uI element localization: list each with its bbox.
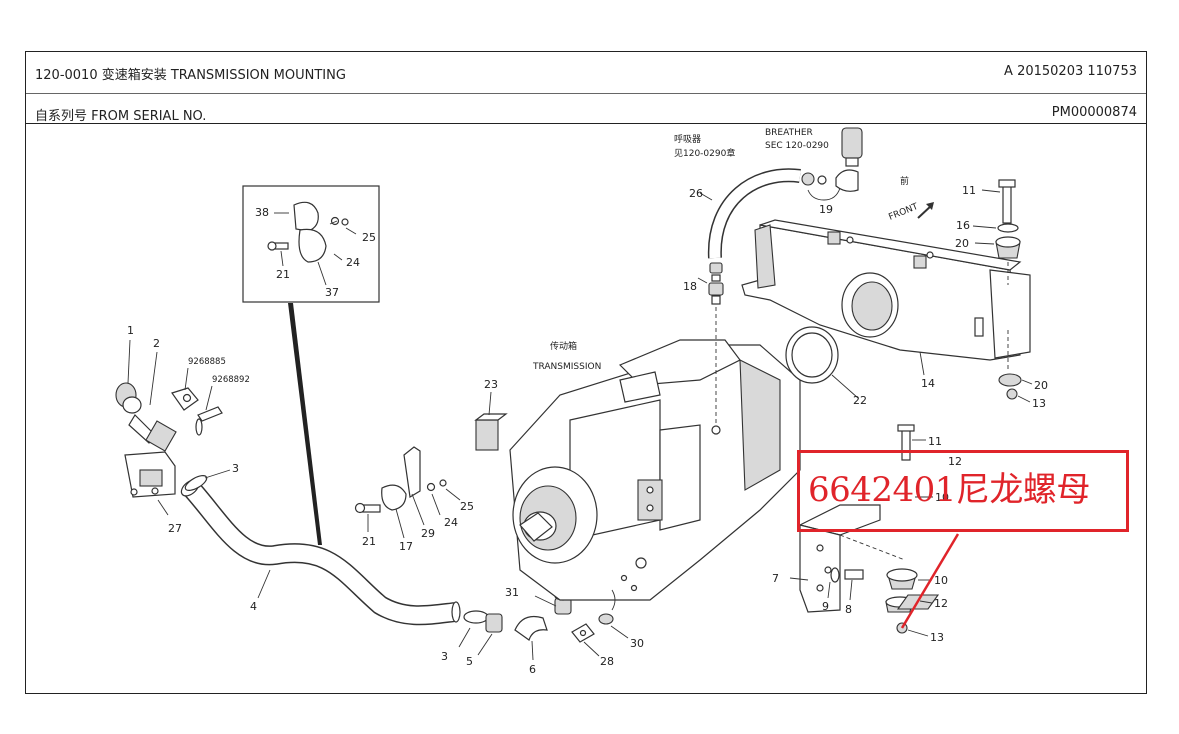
callout-31: 31 bbox=[505, 586, 519, 599]
sub-part-number-a: 9268885 bbox=[188, 357, 226, 367]
callout-24-middle: 24 bbox=[444, 516, 458, 529]
callout-13-top: 13 bbox=[1032, 397, 1046, 410]
callout-11-top: 11 bbox=[962, 184, 976, 197]
callout-27: 27 bbox=[168, 522, 182, 535]
breather-ref-cn: 见120-0290章 bbox=[674, 147, 735, 159]
crossmember-part-14 bbox=[741, 219, 1031, 399]
header-row-serial: 自系列号 FROM SERIAL NO. PM00000874 bbox=[26, 94, 1146, 124]
callout-10-bottom: 10 bbox=[934, 574, 948, 587]
callout-37: 37 bbox=[325, 286, 339, 299]
callout-20-top: 20 bbox=[955, 237, 969, 250]
callout-3-bottom: 3 bbox=[441, 650, 448, 663]
callout-10-top: 10 bbox=[935, 491, 949, 504]
callout-20-bottom: 20 bbox=[1034, 379, 1048, 392]
sub-part-number-b: 9268892 bbox=[212, 375, 250, 385]
callout-16: 16 bbox=[956, 219, 970, 232]
callout-7: 7 bbox=[772, 572, 779, 585]
callout-21-middle: 21 bbox=[362, 535, 376, 548]
serial-label: 自系列号 FROM SERIAL NO. bbox=[35, 109, 207, 124]
drawing-sheet: 120-0010 变速箱安装 TRANSMISSION MOUNTING A 2… bbox=[25, 51, 1147, 694]
mount-stack-lower bbox=[789, 424, 940, 637]
inset-pointer bbox=[288, 303, 322, 545]
callout-12-top: 12 bbox=[948, 455, 962, 468]
breather-ref-en: SEC 120-0290 bbox=[765, 141, 829, 151]
breather-line bbox=[697, 127, 863, 305]
callout-29: 29 bbox=[421, 527, 435, 540]
callout-1: 1 bbox=[127, 324, 134, 337]
callout-24-inset: 24 bbox=[346, 256, 360, 269]
header-row-title: 120-0010 变速箱安装 TRANSMISSION MOUNTING A 2… bbox=[26, 52, 1146, 94]
callout-25-inset: 25 bbox=[362, 231, 376, 244]
front-label-en: FRONT bbox=[887, 202, 920, 223]
callout-9: 9 bbox=[822, 600, 829, 613]
callout-18: 18 bbox=[683, 280, 697, 293]
callout-22: 22 bbox=[853, 394, 867, 407]
callout-6: 6 bbox=[529, 663, 536, 676]
front-label-cn: 前 bbox=[900, 175, 909, 187]
callout-25-middle: 25 bbox=[460, 500, 474, 513]
callout-12-bottom: 12 bbox=[934, 597, 948, 610]
document-reference: A 20150203 110753 bbox=[1004, 64, 1137, 79]
callout-14: 14 bbox=[921, 377, 935, 390]
callout-4: 4 bbox=[250, 600, 257, 613]
callout-2: 2 bbox=[153, 337, 160, 350]
annotation-label: 6642401尼龙螺母 bbox=[808, 470, 1090, 510]
callout-38: 38 bbox=[255, 206, 269, 219]
bottom-fittings bbox=[458, 591, 629, 661]
breather-label-en: BREATHER bbox=[765, 128, 813, 138]
transmission-label-cn: 传动箱 bbox=[550, 340, 577, 352]
annotation-pointer bbox=[900, 533, 960, 629]
callout-21-inset: 21 bbox=[276, 268, 290, 281]
callout-30: 30 bbox=[630, 637, 644, 650]
callout-3-left: 3 bbox=[232, 462, 239, 475]
callout-28: 28 bbox=[600, 655, 614, 668]
callout-26: 26 bbox=[689, 187, 703, 200]
inset-clamp-38 bbox=[267, 201, 357, 286]
transmission-housing bbox=[509, 300, 801, 611]
breather-label-cn: 呼吸器 bbox=[674, 134, 701, 145]
clamp-group-middle bbox=[354, 391, 508, 539]
drawing-title: 120-0010 变速箱安装 TRANSMISSION MOUNTING bbox=[35, 68, 346, 83]
callout-23: 23 bbox=[484, 378, 498, 391]
front-direction-arrow bbox=[917, 202, 934, 219]
callout-17: 17 bbox=[399, 540, 413, 553]
callout-11-bottom: 11 bbox=[928, 435, 942, 448]
hose-part-4 bbox=[180, 475, 461, 626]
callout-5: 5 bbox=[466, 655, 473, 668]
inset-detail-box bbox=[242, 185, 380, 303]
transmission-label-en: TRANSMISSION bbox=[532, 362, 601, 372]
callout-8: 8 bbox=[845, 603, 852, 616]
pm-code: PM00000874 bbox=[1051, 105, 1137, 120]
part-group-left bbox=[115, 339, 223, 498]
mount-stack-upper bbox=[972, 179, 1033, 403]
annotation-box bbox=[797, 450, 1129, 532]
callout-13-bottom: 13 bbox=[930, 631, 944, 644]
callout-19: 19 bbox=[819, 203, 833, 216]
